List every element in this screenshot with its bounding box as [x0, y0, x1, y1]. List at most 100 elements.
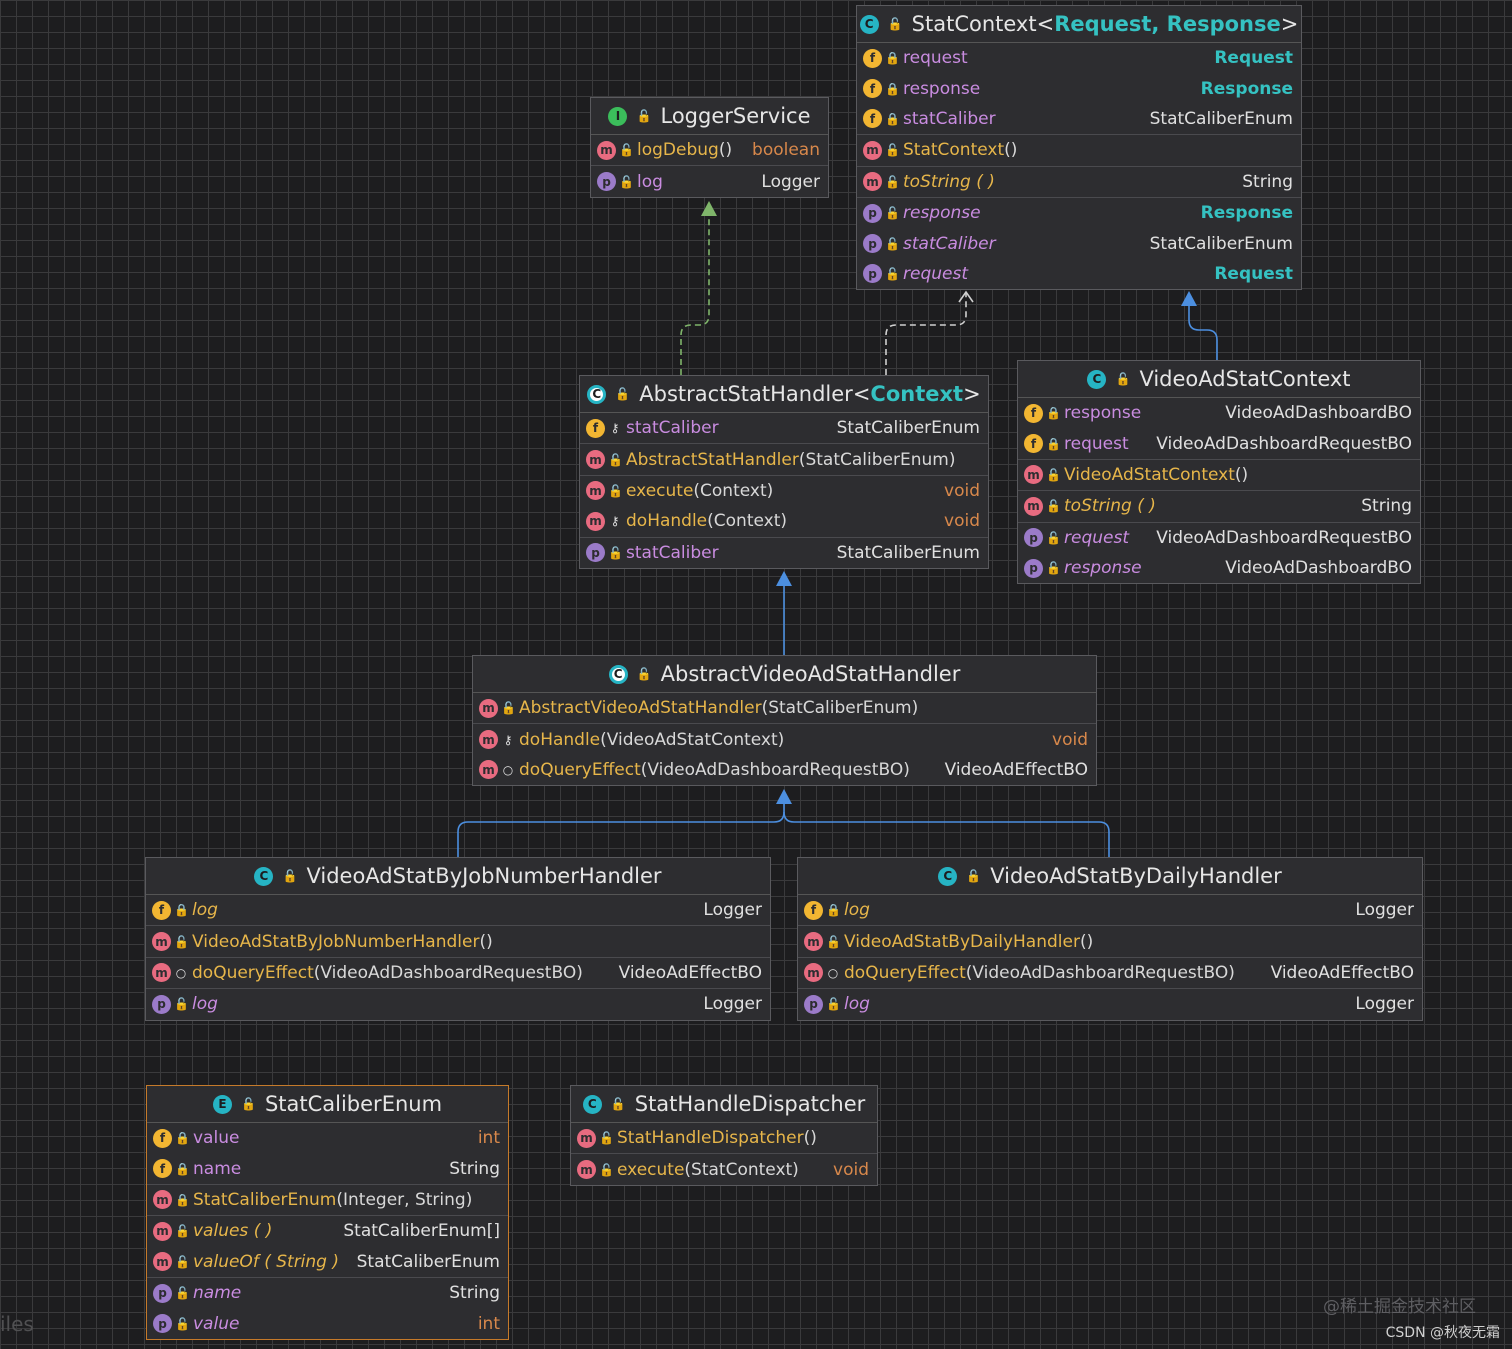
property-icon: p [1024, 528, 1043, 548]
class-stat-context[interactable]: C🔓StatContext<Request, Response>f🔒reques… [856, 5, 1302, 291]
member-row[interactable]: m🔓AbstractVideoAdStatHandler(StatCaliber… [473, 693, 1096, 723]
class-header[interactable]: C🔓AbstractStatHandler<Context> [580, 376, 988, 413]
public-visibility-icon: 🔓 [887, 17, 903, 31]
class-header[interactable]: C🔓StatContext<Request, Response> [857, 6, 1301, 43]
method-icon: m [153, 1190, 172, 1210]
method-icon: m [1024, 496, 1043, 516]
dependency-edge [885, 292, 967, 375]
member-row[interactable]: m○doQueryEffect(VideoAdDashboardRequestB… [146, 956, 770, 988]
member-name: response [1064, 558, 1142, 579]
class-title: AbstractStatHandler<Context> [639, 382, 980, 406]
interface-icon: I [608, 106, 628, 126]
member-signature: doQueryEffect(VideoAdDashboardRequestBO) [192, 963, 611, 983]
class-header[interactable]: C🔓VideoAdStatByDailyHandler [798, 858, 1422, 895]
class-abstract-stat-handler[interactable]: C🔓AbstractStatHandler<Context>f⚷statCali… [579, 375, 989, 569]
member-row[interactable]: m🔒StatCaliberEnum(Integer, String) [147, 1183, 508, 1215]
method-icon: m [577, 1160, 596, 1180]
member-args: (Context) [707, 511, 788, 532]
member-signature: request [903, 48, 1206, 68]
class-header[interactable]: C🔓VideoAdStatContext [1018, 361, 1420, 398]
member-type: VideoAdDashboardBO [1225, 403, 1412, 424]
member-row[interactable]: m○doQueryEffect(VideoAdDashboardRequestB… [473, 755, 1096, 785]
class-header[interactable]: C🔓StatHandleDispatcher [571, 1086, 877, 1123]
member-row[interactable]: m🔓logDebug()boolean [591, 135, 828, 165]
member-row[interactable]: m○doQueryEffect(VideoAdDashboardRequestB… [798, 956, 1422, 988]
member-row[interactable]: m⚷doHandle(VideoAdStatContext)void [473, 723, 1096, 754]
class-header[interactable]: E🔓StatCaliberEnum [147, 1086, 508, 1123]
method-icon: m [153, 1252, 172, 1272]
member-row[interactable]: m🔓StatContext() [857, 134, 1301, 165]
member-row[interactable]: m🔓AbstractStatHandler(StatCaliberEnum) [580, 443, 988, 474]
member-type: Logger [703, 994, 762, 1015]
member-name: statCaliber [903, 108, 996, 129]
member-name: toString ( ) [1064, 496, 1156, 517]
property-icon: p [863, 264, 882, 284]
member-type: StatCaliberEnum [836, 418, 980, 439]
member-row[interactable]: m🔓VideoAdStatByJobNumberHandler() [146, 925, 770, 956]
member-signature: response [1064, 558, 1217, 578]
field-icon: f [804, 900, 823, 920]
class-header[interactable]: C🔓VideoAdStatByJobNumberHandler [146, 858, 770, 895]
member-row[interactable]: m🔓VideoAdStatContext() [1018, 458, 1420, 490]
method-icon: m [804, 963, 823, 983]
member-signature: VideoAdStatContext() [1064, 465, 1412, 485]
lt: < [1036, 12, 1055, 36]
member-row[interactable]: m🔓execute(StatContext)void [571, 1153, 877, 1184]
public-visibility-icon: 🔓 [885, 206, 900, 221]
member-row[interactable]: m🔓StatHandleDispatcher() [571, 1123, 877, 1153]
member-row[interactable]: m🔓VideoAdStatByDailyHandler() [798, 925, 1422, 956]
member-type: Request [1214, 48, 1293, 69]
method-icon: m [479, 698, 498, 718]
public-visibility-icon: 🔓 [240, 1097, 256, 1111]
member-signature: doHandle(VideoAdStatContext) [519, 730, 1044, 750]
class-header[interactable]: I🔓LoggerService [591, 98, 828, 135]
member-row[interactable]: m🔓values ( )StatCaliberEnum[] [147, 1215, 508, 1246]
member-row[interactable]: m🔓toString ( )String [857, 165, 1301, 197]
class-title: LoggerService [660, 104, 810, 128]
member-type: Logger [1355, 900, 1414, 921]
member-row[interactable]: m🔓execute(Context)void [580, 474, 988, 506]
member-row[interactable]: m🔓toString ( )String [1018, 490, 1420, 521]
member-row[interactable]: m⚷doHandle(Context)void [580, 506, 988, 536]
method-icon: m [152, 963, 171, 983]
member-name: VideoAdStatByDailyHandler [844, 931, 1080, 952]
public-visibility-icon: 🔓 [501, 701, 516, 716]
class-header[interactable]: C🔓AbstractVideoAdStatHandler [473, 656, 1096, 693]
inheritance-arrowhead [1181, 291, 1197, 306]
member-name: name [193, 1158, 242, 1179]
member-type: Response [1200, 203, 1293, 224]
member-signature: name [193, 1283, 441, 1303]
member-row[interactable]: m🔓valueOf ( String )StatCaliberEnum [147, 1247, 508, 1277]
class-name: AbstractStatHandler [639, 382, 853, 406]
member-name: response [1064, 403, 1142, 424]
member-name: toString ( ) [903, 171, 995, 192]
